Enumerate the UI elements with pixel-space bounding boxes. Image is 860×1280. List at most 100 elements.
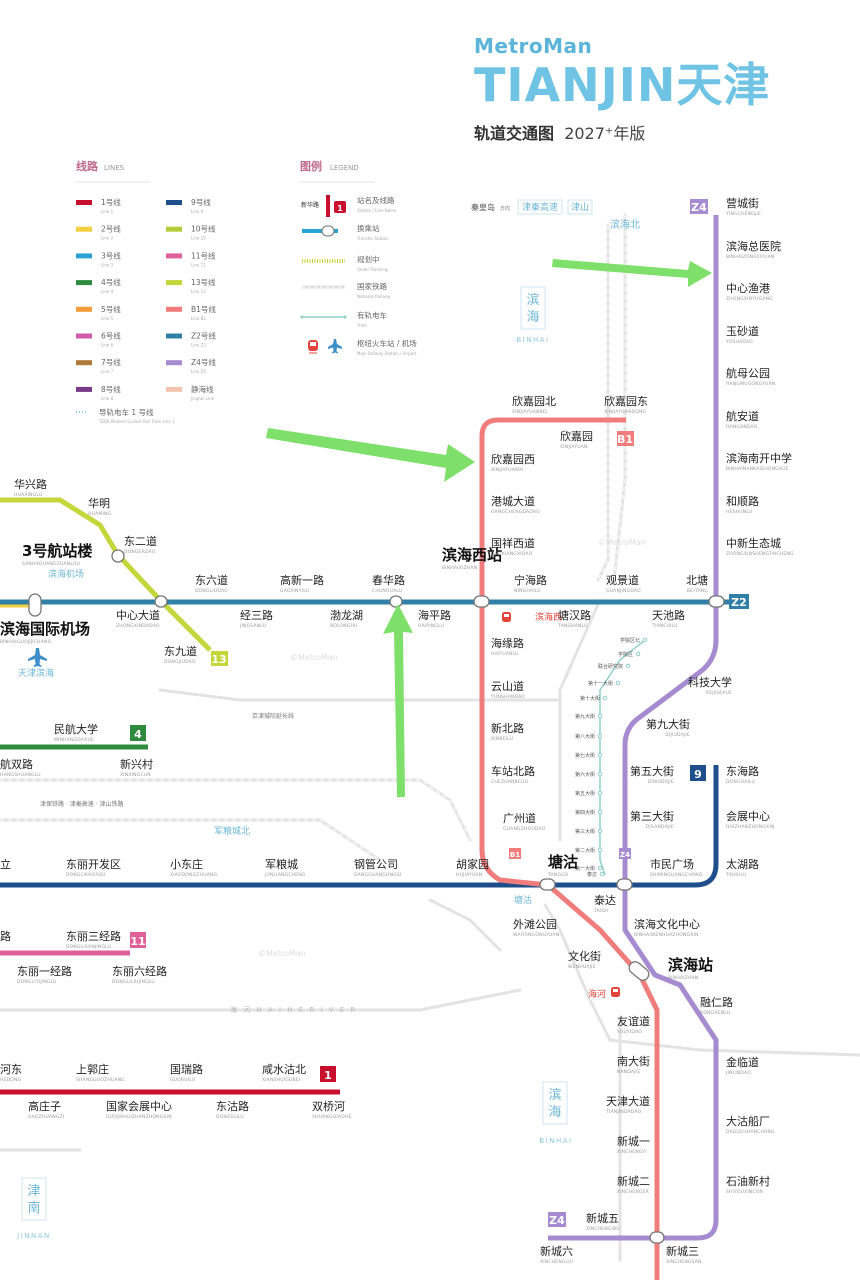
city-title: TIANJIN天津 [474,58,771,112]
map-header: MetroMan TIANJIN天津 轨道交通图 2027⁺年版 [474,34,770,144]
station-label: 滨海南开中学 [726,451,792,465]
legend-line-en: Line 3 [101,262,114,267]
legend-sample-station: 新华路 [301,201,319,209]
legend-line-en: Line 9 [191,209,204,214]
tram-stop-marker [597,733,603,739]
line-z4 [548,215,719,1241]
station-label: 新城五 [586,1211,619,1225]
svg-text:©MetroMan: ©MetroMan [258,949,306,958]
station-label-en: MINHANGDAXUE [54,737,94,743]
tram-stop-label: 学院区 [618,651,633,658]
station-label: 滨海国际机场 [0,620,90,638]
station-label-en: GAOXINYILU [280,588,309,594]
station-labels: 营城街YINGCHENGJIE滨海总医院BINHAIZONGYIYUAN中心渔港… [0,196,794,1265]
svg-text:Z4: Z4 [549,1214,565,1227]
tram-stop-marker [615,680,621,686]
map-subtitle: 轨道交通图 2027⁺年版 [474,124,646,143]
tram-stops: 学院区北学院区联合研究院第十一大街第十大街第九大街第八大街第七大街第六大街第五大… [575,637,648,878]
legend-swatch [166,333,182,339]
station-label-en: DONGLILIUJINGLU [112,979,155,985]
station-label: 河东 [0,1063,22,1076]
station-label-en: GANGCHENGDADAO [491,509,540,515]
legend-line-en: Line Z4 [191,369,206,374]
station-label-en: BINHAIZONGYIYUAN [726,254,775,260]
legend-symbols: 图例 LEGEND 1 新华路 站名及线路 Station / Line Nam… [300,159,417,356]
airport-icon [28,648,47,667]
svg-text:津保铁路 · 津秦高速 · 津山铁路: 津保铁路 · 津秦高速 · 津山铁路 [40,800,123,808]
station-label-en: XIAODONGZHUANG [170,872,218,878]
station-label: 融仁路 [700,996,733,1009]
station-label-en: DONGGULU [216,1114,244,1120]
station-label-en: DISANDAJIE [646,824,674,830]
legend-tram-name: 导轨电车 1 号线 [99,407,154,417]
station-label-en: TAIHULU [725,872,746,878]
station-label-en: TIANCHILU [651,623,678,629]
legend-line-en: Line 6 [101,343,114,348]
station-label: 滨海总医院 [726,239,781,253]
legend-symbol-name: 站名及线路 [357,195,395,205]
svg-text:Z4: Z4 [620,851,630,859]
station-label-en: ZHONGXINSHENGTAICHENG [726,551,794,557]
station-label: 中心渔港 [726,282,770,295]
station-label: 路 [0,930,11,943]
legend-symbols-title: 图例 [300,159,322,173]
station-label-en: YOUYIDAO [616,1029,642,1035]
station-label-en: SHANGGUOZHUANG [76,1077,125,1083]
legend-swatch [166,386,182,392]
station-label: 咸水沽北 [262,1063,306,1076]
svg-text:1: 1 [337,204,343,213]
legend-swatch [76,253,92,259]
legend-swatch [166,360,182,366]
legend-swatch [76,386,92,392]
tram-stop-label: 第十一大街 [588,680,613,687]
station-label-en: GAOZHUANGZI [28,1114,64,1120]
binhai-station-train-icon [611,987,620,997]
station-label: 新北路 [491,721,524,735]
station-label-en: WENHUAJIE [568,964,596,970]
station-label-en: HUIZHANZHONGXIN [726,824,775,830]
legend-line-name: 10号线 [191,224,216,234]
station-label-en: WAITANGONGYUAN [513,932,559,938]
legend-line-en: Line 13 [191,289,206,294]
svg-text:4: 4 [134,728,142,741]
station-label-en: GUANGZHOUDAO [503,826,546,832]
station-label-en: TIANJINDADAO [605,1109,642,1115]
station-label: 外滩公园 [513,917,557,931]
svg-text:©MetroMan: ©MetroMan [598,538,646,547]
station-label-en: HAIPINGLU [418,623,444,629]
station-label-en: NINGHAILU [514,588,541,594]
tram-stop-marker [597,828,603,834]
line-9 [0,765,719,888]
station-label: 小东庄 [170,857,203,871]
legend-swatch [76,306,92,312]
legend-swatch [166,280,182,286]
station-label: 东丽开发区 [66,857,121,871]
svg-text:Under Planning: Under Planning [357,267,388,272]
station-label: 市民广场 [650,857,694,871]
station-label-en: CHEZHANBEILU [491,779,529,785]
legend-swatch [76,226,92,232]
station-label: 新城六 [540,1244,573,1258]
svg-text:Main Railway Station / Airport: Main Railway Station / Airport [357,351,417,356]
station-label: 双桥河 [312,1100,345,1113]
station-label: 高庄子 [28,1099,61,1113]
station-label: 大沽船厂 [726,1114,770,1128]
station-label-en: HEDONG [0,1077,22,1083]
line-b1 [479,417,660,1280]
tram-stop-marker [597,771,603,777]
tram-stop-marker [602,695,608,701]
tram-stop-label: 第五大街 [575,790,595,797]
station-label-en: DONGLIYIJINGLU [17,979,57,985]
station-label-en: XIANSHUIGUBEI [262,1077,300,1083]
station-label: 3号航站楼 [22,542,92,560]
station-label: 宁海路 [514,573,547,587]
svg-text:海: 海 [548,1105,561,1120]
binhai-west-rail: 滨海西 [535,611,562,623]
station-label-en: SANHAOHANGZHANLOU [22,561,80,567]
station-label-en: XINCHENGLIU [540,1259,573,1265]
svg-text:BINHAI: BINHAI [539,1137,572,1145]
station-label-en: HANGMUGONGYUAN [726,381,775,387]
station-label: 海平路 [418,608,451,622]
station-label-en: HUAMING [88,511,112,517]
